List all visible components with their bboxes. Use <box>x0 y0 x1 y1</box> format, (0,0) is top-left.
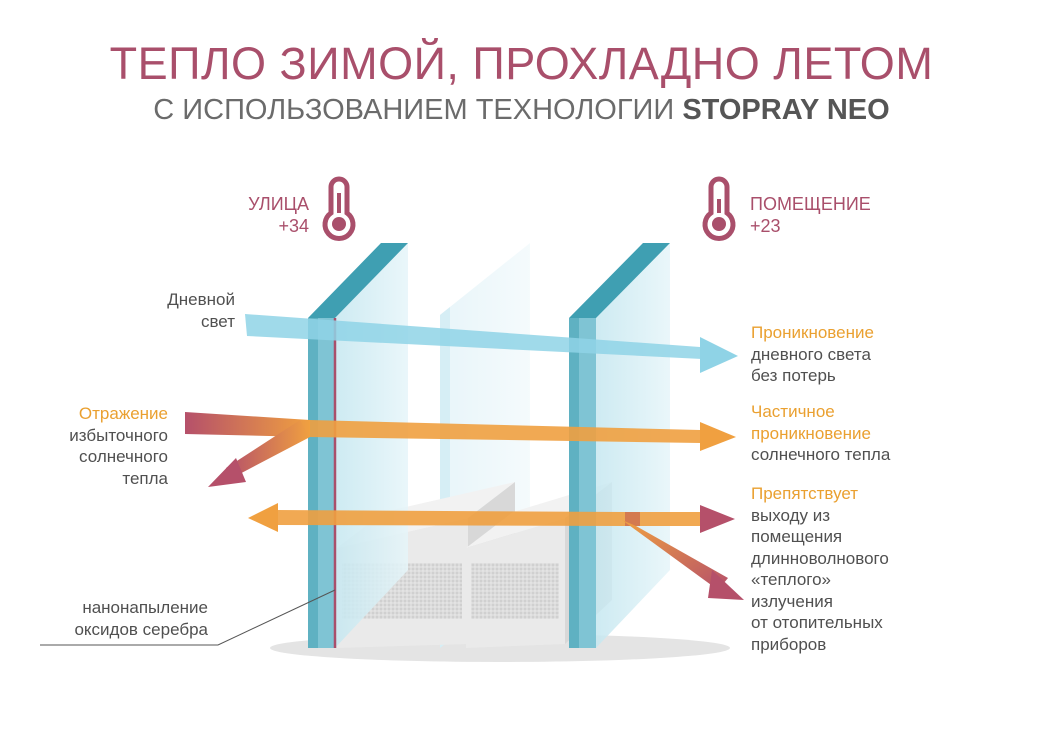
daylight-pass-accent: Проникновение <box>751 323 874 342</box>
coating-pointer <box>40 589 336 646</box>
blocks-accent: Препятствует <box>751 484 859 503</box>
longwave-arrow <box>248 503 744 600</box>
reflection-label: Отражение избыточного солнечного тепла <box>69 403 168 489</box>
daylight-arrow <box>245 314 738 373</box>
blocks-label: Препятствует выходу из помещения длиннов… <box>751 483 889 655</box>
thermometer-icon-inside <box>702 176 736 241</box>
outside-label: УЛИЦА +34 <box>248 193 309 237</box>
glass-pane-outer <box>308 243 408 648</box>
partial-accent-1: Частичное <box>751 402 835 421</box>
reflection-line-3: тепла <box>122 468 168 488</box>
daylight-pass-line-2: без потерь <box>751 366 836 385</box>
partial-accent-2: проникновение <box>751 423 871 443</box>
blocks-line-3: длинноволнового <box>751 548 889 568</box>
page-subtitle: С ИСПОЛЬЗОВАНИЕМ ТЕХНОЛОГИИ STOPRAY NEO <box>0 94 1043 127</box>
inside-name: ПОМЕЩЕНИЕ <box>750 194 871 214</box>
outside-temp: +34 <box>278 216 309 236</box>
reflection-line-1: избыточного <box>69 425 168 445</box>
glass-pane-inner <box>569 243 670 648</box>
daylight-line-1: Дневной <box>167 290 235 309</box>
thermometer-icon-outside <box>322 176 356 241</box>
blocks-line-2: помещения <box>751 527 843 546</box>
outside-name: УЛИЦА <box>248 194 309 214</box>
blocks-line-1: выходу из <box>751 505 831 525</box>
partial-label: Частичное проникновение солнечного тепла <box>751 401 890 466</box>
blocks-line-7: приборов <box>751 634 827 654</box>
daylight-line-2: свет <box>200 311 235 331</box>
partial-line-1: солнечного тепла <box>751 445 891 464</box>
daylight-pass-label: Проникновение дневного света без потерь <box>751 322 874 387</box>
coating-line-1: нанонапыление <box>82 598 208 617</box>
solar-heat-arrow <box>185 412 736 487</box>
daylight-pass-line-1: дневного света <box>751 344 871 364</box>
blocks-line-4: «теплого» <box>751 570 832 589</box>
inside-temp: +23 <box>750 216 781 236</box>
daylight-label: Дневной свет <box>167 289 235 332</box>
reflection-line-2: солнечного <box>79 447 168 466</box>
coating-line-2: оксидов серебра <box>74 619 208 639</box>
coating-label: нанонапыление оксидов серебра <box>74 597 208 640</box>
reflection-accent: Отражение <box>78 404 168 423</box>
subtitle-brand: STOPRAY NEO <box>682 94 890 126</box>
subtitle-prefix: С ИСПОЛЬЗОВАНИЕМ ТЕХНОЛОГИИ <box>153 94 675 126</box>
blocks-line-5: излучения <box>751 591 833 611</box>
blocks-line-6: от отопительных <box>751 613 883 632</box>
inside-label: ПОМЕЩЕНИЕ +23 <box>750 193 871 237</box>
page-title: ТЕПЛО ЗИМОЙ, ПРОХЛАДНО ЛЕТОМ <box>109 38 934 89</box>
